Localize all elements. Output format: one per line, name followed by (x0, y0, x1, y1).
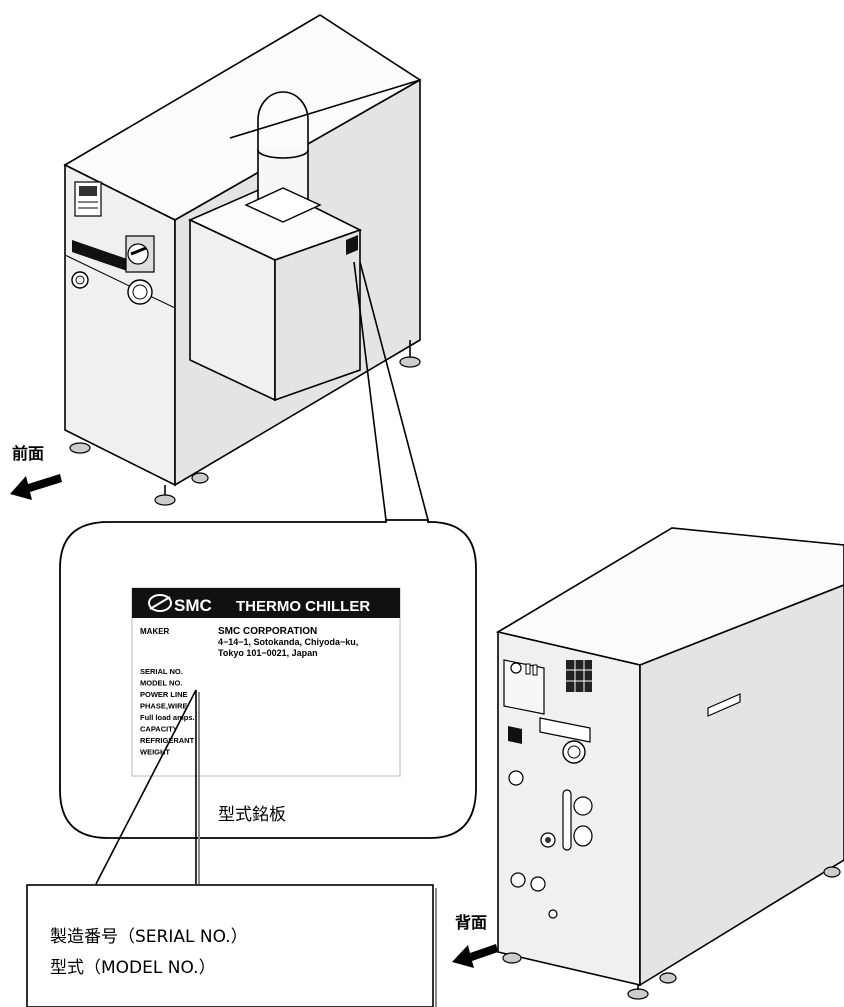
rear-label: 背面 (455, 913, 487, 932)
rear-chiller-unit (495, 527, 844, 1000)
front-arrow-icon (10, 474, 62, 500)
smc-logo-icon (148, 594, 172, 612)
nameplate-row-label: Full load amps. (140, 713, 195, 722)
maker-name: SMC CORPORATION (218, 626, 317, 637)
leader-line-callout-left (95, 689, 197, 885)
callout-box (26, 884, 434, 1007)
nameplate-rows: SERIAL NO. MODEL NO. POWER LINE PHASE,WIRE F… (140, 667, 195, 757)
vent-grille (566, 660, 592, 692)
nameplate-brand: SMC (174, 596, 212, 615)
nameplate-row-label: REFRIGERANT (140, 736, 195, 745)
nameplate-product: THERMO CHILLER (236, 598, 370, 615)
front-nameplate-position (346, 235, 358, 255)
callout-model-no: 型式（MODEL NO.） (50, 958, 216, 978)
nameplate-row-label: MODEL NO. (140, 679, 182, 688)
nameplate-row-label: WEIGHT (140, 748, 170, 757)
callout-serial-no: 製造番号（SERIAL NO.） (50, 927, 248, 947)
nameplate-card: SMC THERMO CHILLER MAKER SMC CORPORATION… (131, 587, 401, 777)
leader-line-right (359, 261, 429, 521)
maker-address-2: Tokyo 101−0021, Japan (218, 648, 318, 658)
nameplate-row-label: PHASE,WIRE (140, 702, 188, 711)
front-label: 前面 (12, 444, 44, 463)
nameplate-row-label: SERIAL NO. (140, 667, 183, 676)
rear-arrow-icon (452, 944, 498, 968)
maker-address-1: 4−14−1, Sotokanda, Chiyoda−ku, (218, 637, 358, 647)
nameplate-row-label: POWER LINE (140, 690, 188, 699)
nameplate-header (132, 588, 400, 618)
nameplate-row-label: CAPACITY (140, 725, 178, 734)
maker-label: MAKER (140, 627, 170, 636)
front-warning-label (72, 240, 130, 272)
leader-line-left (353, 261, 387, 521)
rear-electrical-panel (503, 659, 545, 715)
level-gauge (562, 789, 572, 851)
rear-port-2 (508, 770, 524, 786)
front-chiller-unit (63, 14, 422, 506)
nameplate-caption: 型式銘板 (218, 805, 286, 825)
side-handle (707, 693, 741, 717)
rear-nameplate-position (508, 726, 522, 744)
